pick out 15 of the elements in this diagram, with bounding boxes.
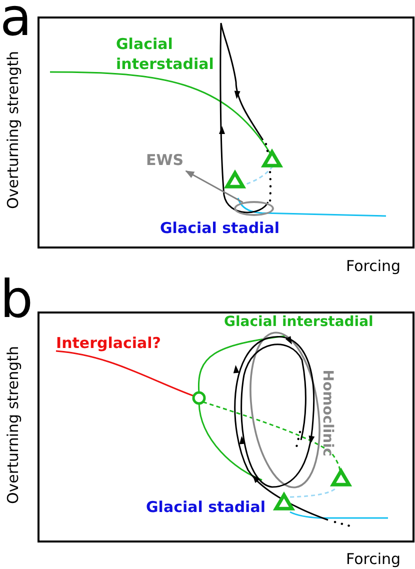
panel-label: a [0,0,32,44]
annotation-label: EWS [146,149,186,171]
axis-label: Forcing [346,549,401,569]
ellipse-marker [234,201,274,216]
branch-label: Glacial interstadial [224,313,374,332]
orbit-label: Homoclinic [318,370,336,456]
leader-arrow [185,170,244,203]
panel-label: b [0,274,34,326]
axis-label: Overturning strength [2,346,23,504]
branch-label: Interglacial? [56,333,161,354]
branch-label: Glacial stadial [160,218,280,239]
branch-label: Glacial interstadial [116,34,215,74]
branch-label: Glacial stadial [146,497,266,518]
axis-label: Overturning strength [2,50,23,210]
axis-label: Forcing [346,256,401,277]
